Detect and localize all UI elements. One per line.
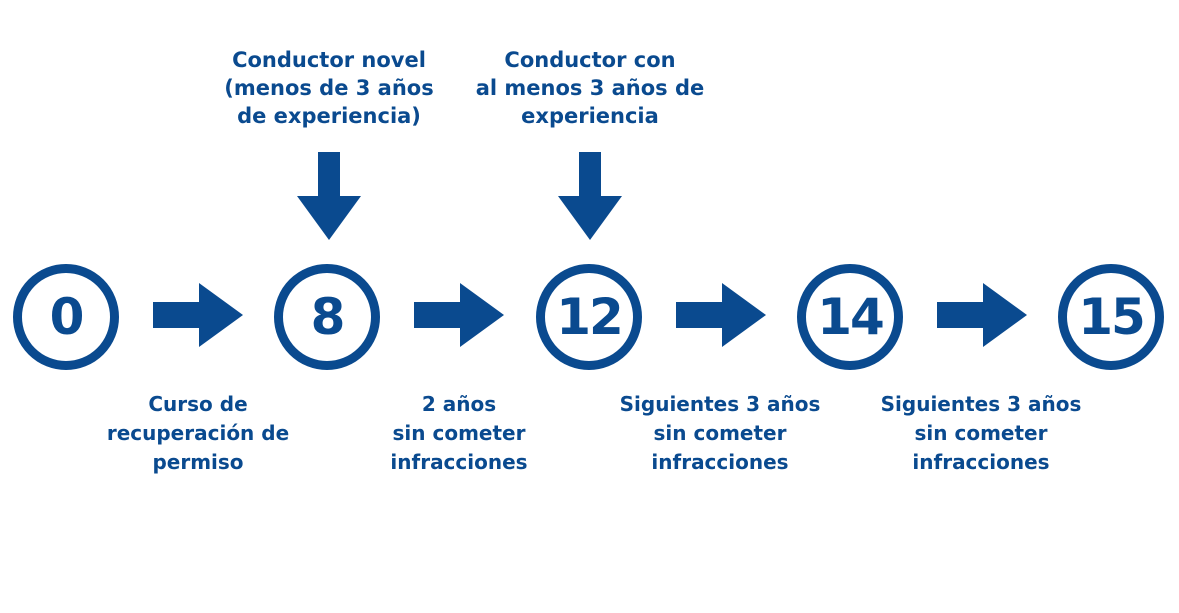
milestone-circle-12: 12 [536,264,642,370]
label-line: de experiencia) [237,104,421,128]
step-label-course: Curso de recuperación de permiso [83,390,313,477]
label-line: Conductor novel [232,48,426,72]
milestone-circle-15: 15 [1058,264,1164,370]
arrow-down-icon [297,152,361,240]
label-line: al menos 3 años de [475,76,705,100]
milestone-value: 12 [556,288,624,346]
arrow-down-icon [558,152,622,240]
label-line: Siguientes 3 años [619,392,821,416]
milestone-value: 14 [817,288,885,346]
experienced-driver-label: Conductor con al menos 3 años de experie… [470,46,710,130]
step-label-next-3-years-a: Siguientes 3 años sin cometer infraccion… [605,390,835,477]
milestone-circle-14: 14 [797,264,903,370]
label-line: infracciones [651,450,789,474]
label-line: sin cometer [914,421,1048,445]
step-label-2-years: 2 años sin cometer infracciones [344,390,574,477]
label-line: permiso [152,450,244,474]
label-line: sin cometer [392,421,526,445]
label-line: sin cometer [653,421,787,445]
label-line: infracciones [912,450,1050,474]
milestone-circle-0: 0 [13,264,119,370]
label-line: experiencia [521,104,659,128]
arrow-right-icon [414,283,504,347]
label-line: (menos de 3 años [224,76,434,100]
milestone-circle-8: 8 [274,264,380,370]
label-line: infracciones [390,450,528,474]
milestone-value: 8 [310,288,346,346]
milestone-value: 0 [49,288,85,346]
novice-driver-label: Conductor novel (menos de 3 años de expe… [209,46,449,130]
step-label-next-3-years-b: Siguientes 3 años sin cometer infraccion… [866,390,1096,477]
label-line: Conductor con [504,48,676,72]
label-line: Siguientes 3 años [880,392,1082,416]
milestone-value: 15 [1078,288,1146,346]
arrow-right-icon [676,283,766,347]
arrow-right-icon [937,283,1027,347]
label-line: recuperación de [106,421,290,445]
label-line: Curso de [148,392,248,416]
arrow-right-icon [153,283,243,347]
label-line: 2 años [421,392,497,416]
